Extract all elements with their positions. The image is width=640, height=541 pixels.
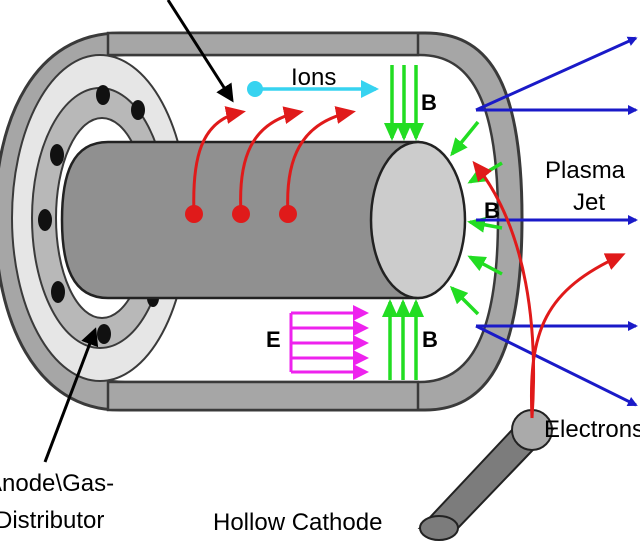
magnetic-field-right: B xyxy=(449,120,503,316)
gas-hole xyxy=(51,281,65,303)
pointer-arrow-anode xyxy=(43,327,99,463)
electron-trajectories xyxy=(472,160,626,419)
ion-dot xyxy=(279,205,297,223)
gas-holes xyxy=(38,85,159,344)
inner-pole-face xyxy=(369,140,467,300)
magnetic-field-bottom: B xyxy=(382,299,438,380)
ion-trajectory xyxy=(286,106,356,215)
hollow-cathode xyxy=(417,409,555,541)
plasma-jet-label-line1: Plasma xyxy=(545,157,626,184)
electron-trajectory xyxy=(529,253,626,419)
ion-dot xyxy=(185,205,203,223)
gas-hole xyxy=(50,144,64,166)
b-field-arrow xyxy=(467,216,503,233)
gas-hole xyxy=(96,85,110,105)
plasma-jet xyxy=(475,36,638,407)
b-field-arrow xyxy=(450,120,480,157)
ion-trajectory xyxy=(239,106,304,215)
ion-trajectories xyxy=(185,106,356,223)
plasma-jet-label-line2: Jet xyxy=(573,189,605,216)
cathode-bottom xyxy=(419,515,459,541)
bottom-casing-band xyxy=(106,380,420,412)
b-label-middle: B xyxy=(484,198,500,223)
top-casing-band xyxy=(106,31,420,57)
b-label-bottom: B xyxy=(422,327,438,352)
electron-trajectory xyxy=(472,160,536,419)
anode-label-line2: Distributor xyxy=(0,507,104,534)
gas-hole xyxy=(97,324,111,344)
pointer-arrow-top xyxy=(166,0,234,103)
ion-label-dot xyxy=(247,81,263,97)
plasma-jet-arrow xyxy=(475,36,638,112)
gas-hole xyxy=(131,100,145,120)
ion-dot xyxy=(232,205,250,223)
b-label-top: B xyxy=(421,90,437,115)
e-label: E xyxy=(266,327,281,352)
inner-pole xyxy=(60,140,467,300)
plasma-jet-arrow xyxy=(475,324,638,407)
b-field-arrow xyxy=(449,285,480,316)
ion-trajectory xyxy=(192,106,246,215)
ions-label: Ions xyxy=(291,64,336,91)
anode-label-line1: Anode\Gas- xyxy=(0,470,114,497)
hollow-cathode-label: Hollow Cathode xyxy=(213,509,382,536)
ions-indicator: Ions xyxy=(247,64,379,98)
electric-field: E xyxy=(266,305,369,380)
electrons-label: Electrons xyxy=(544,416,640,443)
b-field-arrow xyxy=(467,255,503,276)
gas-hole xyxy=(38,209,52,231)
magnetic-field-top: B xyxy=(384,65,437,141)
